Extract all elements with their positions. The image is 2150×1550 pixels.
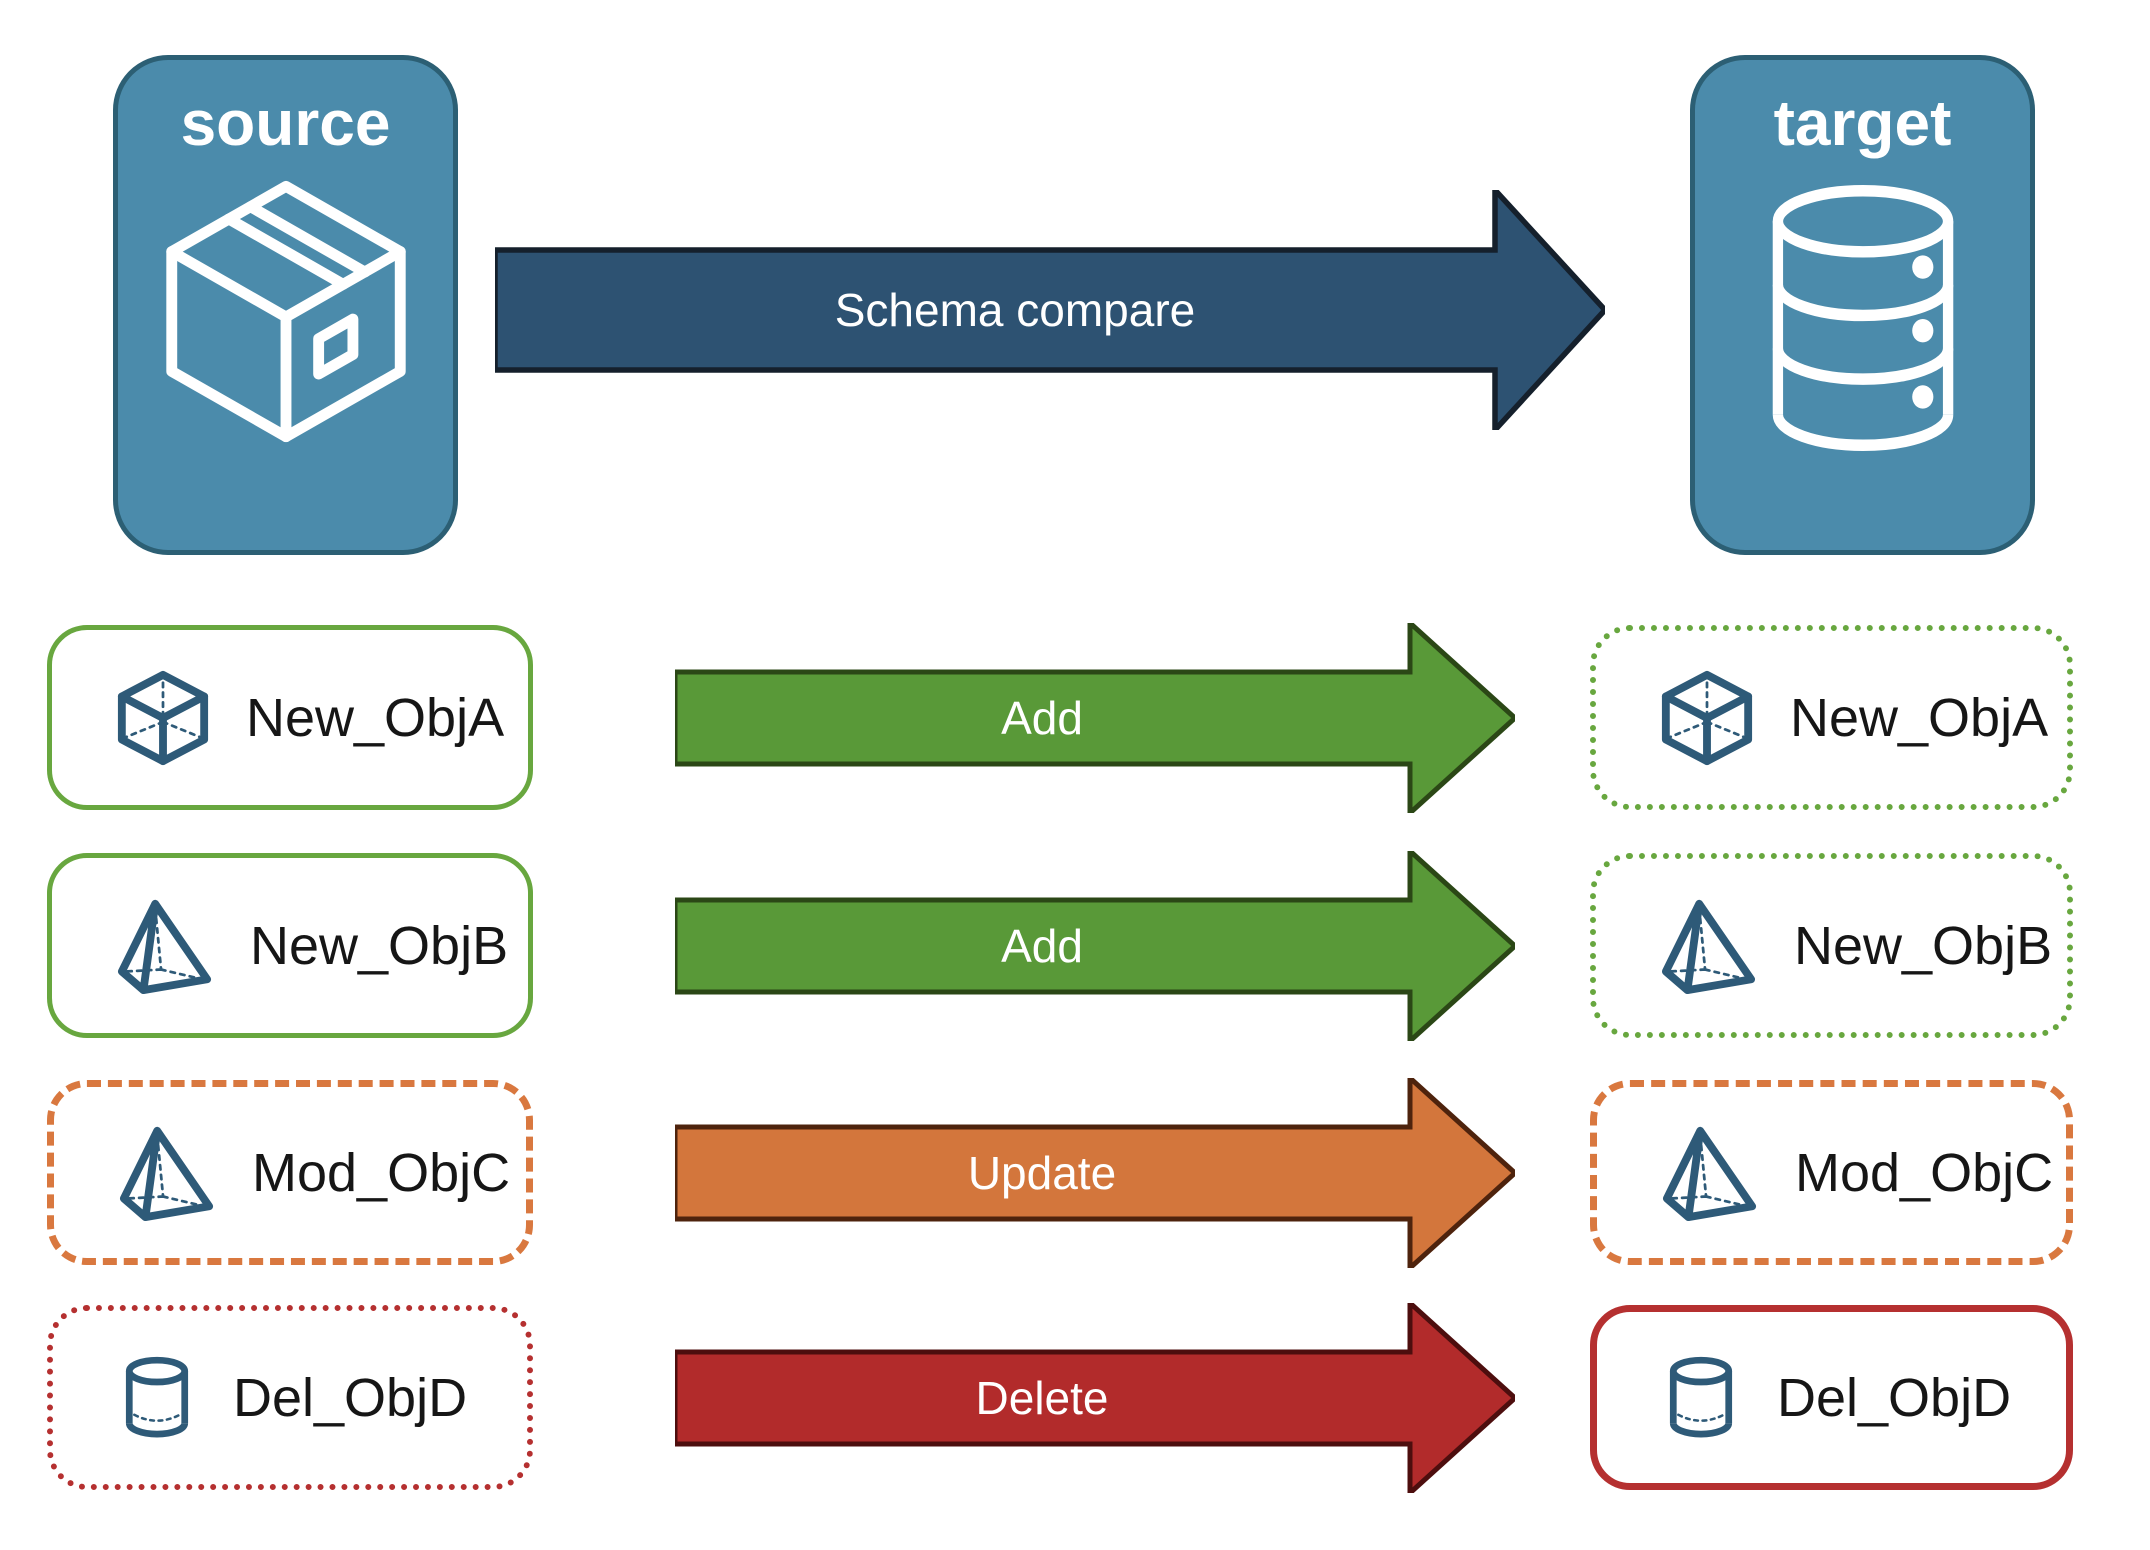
object-label: Del_ObjD (1777, 1367, 2012, 1428)
target-object-box-new-objb: New_ObjB (1590, 853, 2073, 1038)
object-label: Del_ObjD (233, 1367, 468, 1428)
target-object-box-del-objd: Del_ObjD (1590, 1305, 2073, 1490)
pyramid-icon (1658, 897, 1760, 995)
update-arrow: Update (675, 1078, 1515, 1268)
target-node: target (1690, 55, 2035, 555)
target-object-box-new-obja: New_ObjA (1590, 625, 2073, 810)
cylinder-icon (115, 1352, 199, 1444)
database-icon (1748, 178, 1978, 458)
cube-icon (1658, 669, 1756, 767)
source-node: source (113, 55, 458, 555)
cylinder-icon (1659, 1352, 1743, 1444)
pyramid-icon (1659, 1124, 1761, 1222)
schema-compare-arrow: Schema compare (495, 190, 1605, 430)
schema-compare-label: Schema compare (835, 284, 1196, 336)
object-label: New_ObjA (246, 687, 505, 748)
pyramid-icon (116, 1124, 218, 1222)
delete-arrow-label: Delete (976, 1372, 1109, 1424)
pyramid-icon (114, 897, 216, 995)
schema-compare-arrow-shape (495, 190, 1605, 430)
update-arrow-shape (675, 1078, 1515, 1268)
delete-arrow: Delete (675, 1303, 1515, 1493)
add-arrow: Add (675, 623, 1515, 813)
add-arrow-label: Add (1001, 920, 1083, 972)
source-object-box-mod-objc: Mod_ObjC (47, 1080, 533, 1265)
source-node-label: source (180, 87, 391, 159)
source-object-box-new-objb: New_ObjB (47, 853, 533, 1038)
object-label: New_ObjB (1794, 915, 2053, 976)
update-arrow-label: Update (968, 1147, 1116, 1199)
add-arrow: Add (675, 851, 1515, 1041)
delete-arrow-shape (675, 1303, 1515, 1493)
source-object-box-new-obja: New_ObjA (47, 625, 533, 810)
target-node-label: target (1773, 87, 1952, 159)
object-label: Mod_ObjC (1795, 1142, 2054, 1203)
target-object-box-mod-objc: Mod_ObjC (1590, 1080, 2073, 1265)
package-icon (150, 170, 422, 453)
object-label: Mod_ObjC (252, 1142, 511, 1203)
source-object-box-del-objd: Del_ObjD (47, 1305, 533, 1490)
add-arrow-shape (675, 623, 1515, 813)
add-arrow-shape (675, 851, 1515, 1041)
add-arrow-label: Add (1001, 692, 1083, 744)
object-label: New_ObjA (1790, 687, 2049, 748)
cube-icon (114, 669, 212, 767)
object-label: New_ObjB (250, 915, 509, 976)
